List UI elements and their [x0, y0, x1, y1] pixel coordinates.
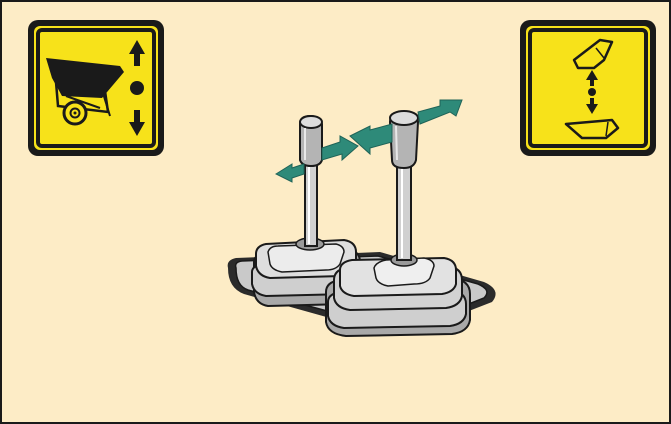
lever-knob — [300, 116, 322, 166]
hopper-raise-lower-symbol — [28, 20, 164, 156]
lever-boot — [326, 254, 470, 336]
neutral-dot-icon — [130, 81, 144, 95]
bucket-raise-lower-symbol — [520, 20, 656, 156]
lever-knob — [390, 111, 418, 168]
neutral-dot-icon — [588, 88, 596, 96]
